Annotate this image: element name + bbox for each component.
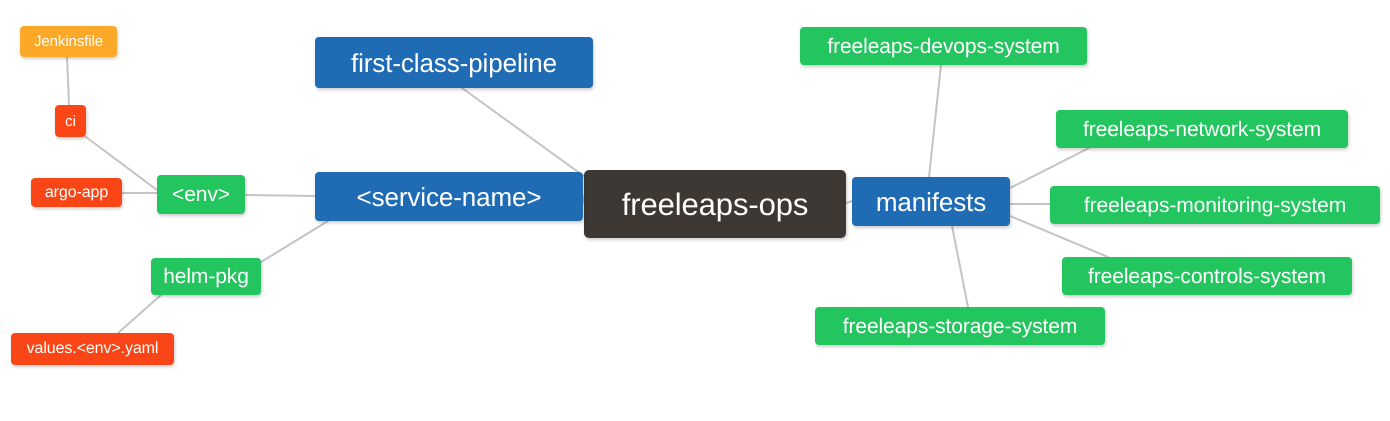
node-label-service: <service-name> xyxy=(356,181,542,212)
edge-ci-to-jenkins xyxy=(66,56,70,106)
mindmap-node-storage[interactable]: freeleaps-storage-system xyxy=(815,307,1105,345)
mindmap-node-devops[interactable]: freeleaps-devops-system xyxy=(800,27,1087,65)
edge-service-to-helm xyxy=(260,220,329,263)
node-label-network: freeleaps-network-system xyxy=(1082,117,1321,141)
mindmap-node-jenkins[interactable]: Jenkinsfile xyxy=(20,26,117,57)
node-label-pipeline: first-class-pipeline xyxy=(350,47,558,78)
node-label-storage: freeleaps-storage-system xyxy=(842,314,1078,338)
node-label-env: <env> xyxy=(172,183,230,206)
node-label-jenkins: Jenkinsfile xyxy=(34,33,103,50)
mindmap-node-ci[interactable]: ci xyxy=(55,105,86,137)
mindmap-node-network[interactable]: freeleaps-network-system xyxy=(1056,110,1348,148)
node-label-helm: helm-pkg xyxy=(163,265,249,288)
mindmap-node-env[interactable]: <env> xyxy=(157,175,245,214)
node-label-devops: freeleaps-devops-system xyxy=(827,34,1060,58)
edge-manifests-to-storage xyxy=(951,225,969,308)
node-label-manifests: manifests xyxy=(875,186,987,217)
mindmap-node-argo[interactable]: argo-app xyxy=(31,178,122,207)
edge-helm-to-values xyxy=(117,294,162,334)
edge-service-to-env xyxy=(244,194,316,197)
node-label-monitoring: freeleaps-monitoring-system xyxy=(1083,193,1347,217)
edge-root-to-pipeline xyxy=(461,87,593,183)
node-label-root: freeleaps-ops xyxy=(621,186,809,222)
node-label-argo: argo-app xyxy=(44,183,109,201)
mindmap-node-controls[interactable]: freeleaps-controls-system xyxy=(1062,257,1352,295)
mindmap-node-monitoring[interactable]: freeleaps-monitoring-system xyxy=(1050,186,1380,224)
mindmap-node-pipeline[interactable]: first-class-pipeline xyxy=(315,37,593,88)
mindmap-node-values[interactable]: values.<env>.yaml xyxy=(11,333,174,365)
edge-manifests-to-network xyxy=(1009,147,1090,189)
node-label-ci: ci xyxy=(65,112,76,130)
mindmap-node-helm[interactable]: helm-pkg xyxy=(151,258,261,295)
node-label-values: values.<env>.yaml xyxy=(26,340,159,357)
node-label-controls: freeleaps-controls-system xyxy=(1088,264,1326,288)
mindmap-node-service[interactable]: <service-name> xyxy=(315,172,583,221)
mindmap-node-root[interactable]: freeleaps-ops xyxy=(584,170,846,238)
edge-manifests-to-devops xyxy=(928,64,942,178)
mindmap-node-manifests[interactable]: manifests xyxy=(852,177,1010,226)
